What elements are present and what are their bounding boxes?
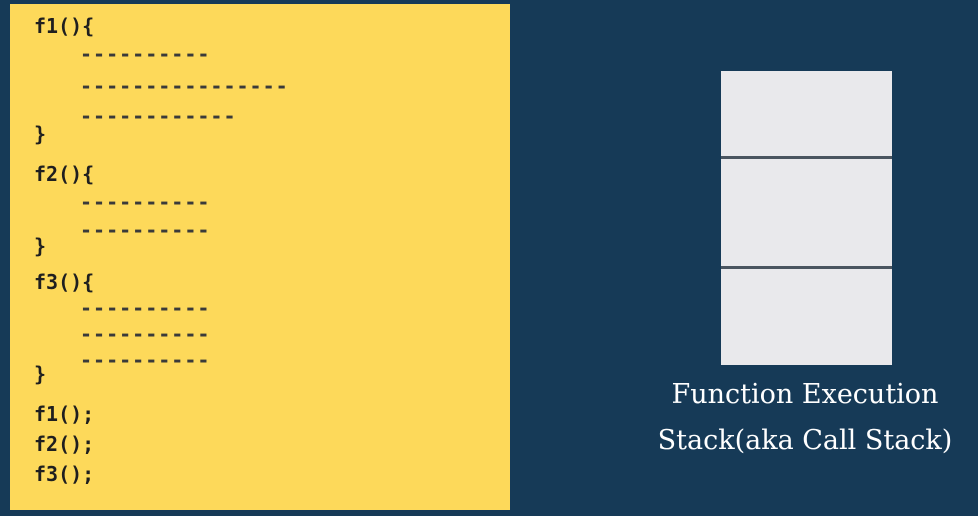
code-f1-header: f1(){: [34, 14, 95, 38]
code-f1-close: }: [34, 122, 47, 146]
code-f3-body-2: ----------: [80, 322, 211, 346]
code-f3-header: f3(){: [34, 270, 95, 294]
code-f1-body-3: ------------: [80, 104, 237, 128]
stack-divider-1: [721, 156, 892, 159]
code-f2-body-2: ----------: [80, 218, 211, 242]
code-f2-body-1: ----------: [80, 190, 211, 214]
code-f2-header: f2(){: [34, 162, 95, 186]
call-stack: [721, 71, 892, 365]
caption-line-1: Function Execution: [671, 379, 939, 410]
stack-divider-2: [721, 266, 892, 269]
code-call-f1: f1();: [34, 402, 95, 426]
code-f3-body-3: ----------: [80, 348, 211, 372]
caption-line-2: Stack(aka Call Stack): [657, 425, 953, 456]
code-f2-close: }: [34, 234, 47, 258]
code-f3-body-1: ----------: [80, 296, 211, 320]
code-f3-close: }: [34, 362, 47, 386]
call-stack-caption: Function Execution Stack(aka Call Stack): [640, 372, 970, 464]
code-f1-body-2: ----------------: [80, 74, 289, 98]
code-f1-body-1: ----------: [80, 42, 211, 66]
code-call-f2: f2();: [34, 432, 95, 456]
code-panel: f1(){ ---------- ---------------- ------…: [10, 4, 510, 510]
code-call-f3: f3();: [34, 462, 95, 486]
